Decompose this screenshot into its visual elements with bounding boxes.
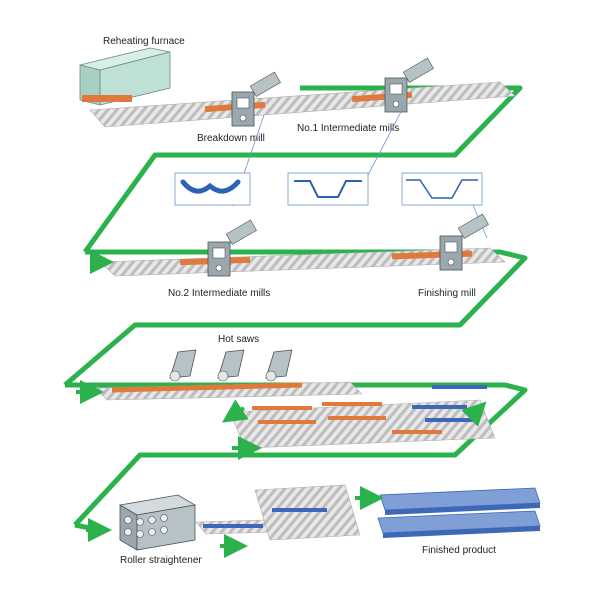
profile-cross-section-icon bbox=[174, 172, 251, 206]
hot-bar bbox=[322, 402, 382, 406]
hot-bar bbox=[328, 416, 386, 420]
label-finished-product: Finished product bbox=[422, 545, 496, 556]
mill-stand-icon bbox=[231, 71, 281, 127]
flow-path-level-3 bbox=[65, 382, 528, 527]
label-finishing-mill: Finishing mill bbox=[418, 288, 476, 299]
level-3: Hot saws bbox=[65, 334, 528, 527]
cooled-bar bbox=[203, 524, 263, 528]
label-roller-straightener: Roller straightener bbox=[120, 555, 202, 566]
level-4: Roller straightener Finished product bbox=[74, 484, 541, 566]
cooled-bar bbox=[432, 385, 487, 389]
cooled-bar bbox=[425, 418, 475, 422]
reheating-furnace bbox=[79, 47, 171, 106]
label-reheating-furnace: Reheating furnace bbox=[103, 36, 185, 47]
saw-icon bbox=[265, 349, 293, 382]
finished-product bbox=[377, 487, 541, 538]
inspection-bed bbox=[254, 484, 361, 541]
roller-straightener bbox=[118, 494, 197, 551]
level-2: No.2 Intermediate mills Finishing mill bbox=[63, 213, 528, 387]
label-breakdown-mill: Breakdown mill bbox=[197, 133, 265, 144]
hot-bar bbox=[392, 430, 442, 434]
cooled-bar bbox=[272, 508, 327, 512]
profile-cross-section-icon bbox=[401, 172, 483, 206]
level-1: Reheating furnace Breakdown mill No.1 In… bbox=[79, 36, 523, 254]
cooled-bar bbox=[412, 405, 467, 409]
profile-callouts bbox=[174, 107, 488, 239]
hot-bar bbox=[111, 382, 303, 393]
saw-icon bbox=[169, 349, 197, 382]
mill-stand-icon bbox=[384, 57, 434, 113]
label-hot-saws: Hot saws bbox=[218, 334, 259, 345]
hot-bar bbox=[252, 406, 312, 410]
hot-bar bbox=[258, 420, 316, 424]
label-no1-intermediate-mills: No.1 Intermediate mills bbox=[297, 123, 399, 134]
saw-icon bbox=[217, 349, 245, 382]
flow-arrow-icon bbox=[222, 399, 249, 423]
mill-stand-icon bbox=[439, 213, 489, 271]
profile-cross-section-icon bbox=[287, 172, 369, 206]
flow-arrow-icon bbox=[461, 401, 487, 427]
mill-stand-icon bbox=[207, 219, 257, 277]
label-no2-intermediate-mills: No.2 Intermediate mills bbox=[168, 288, 270, 299]
